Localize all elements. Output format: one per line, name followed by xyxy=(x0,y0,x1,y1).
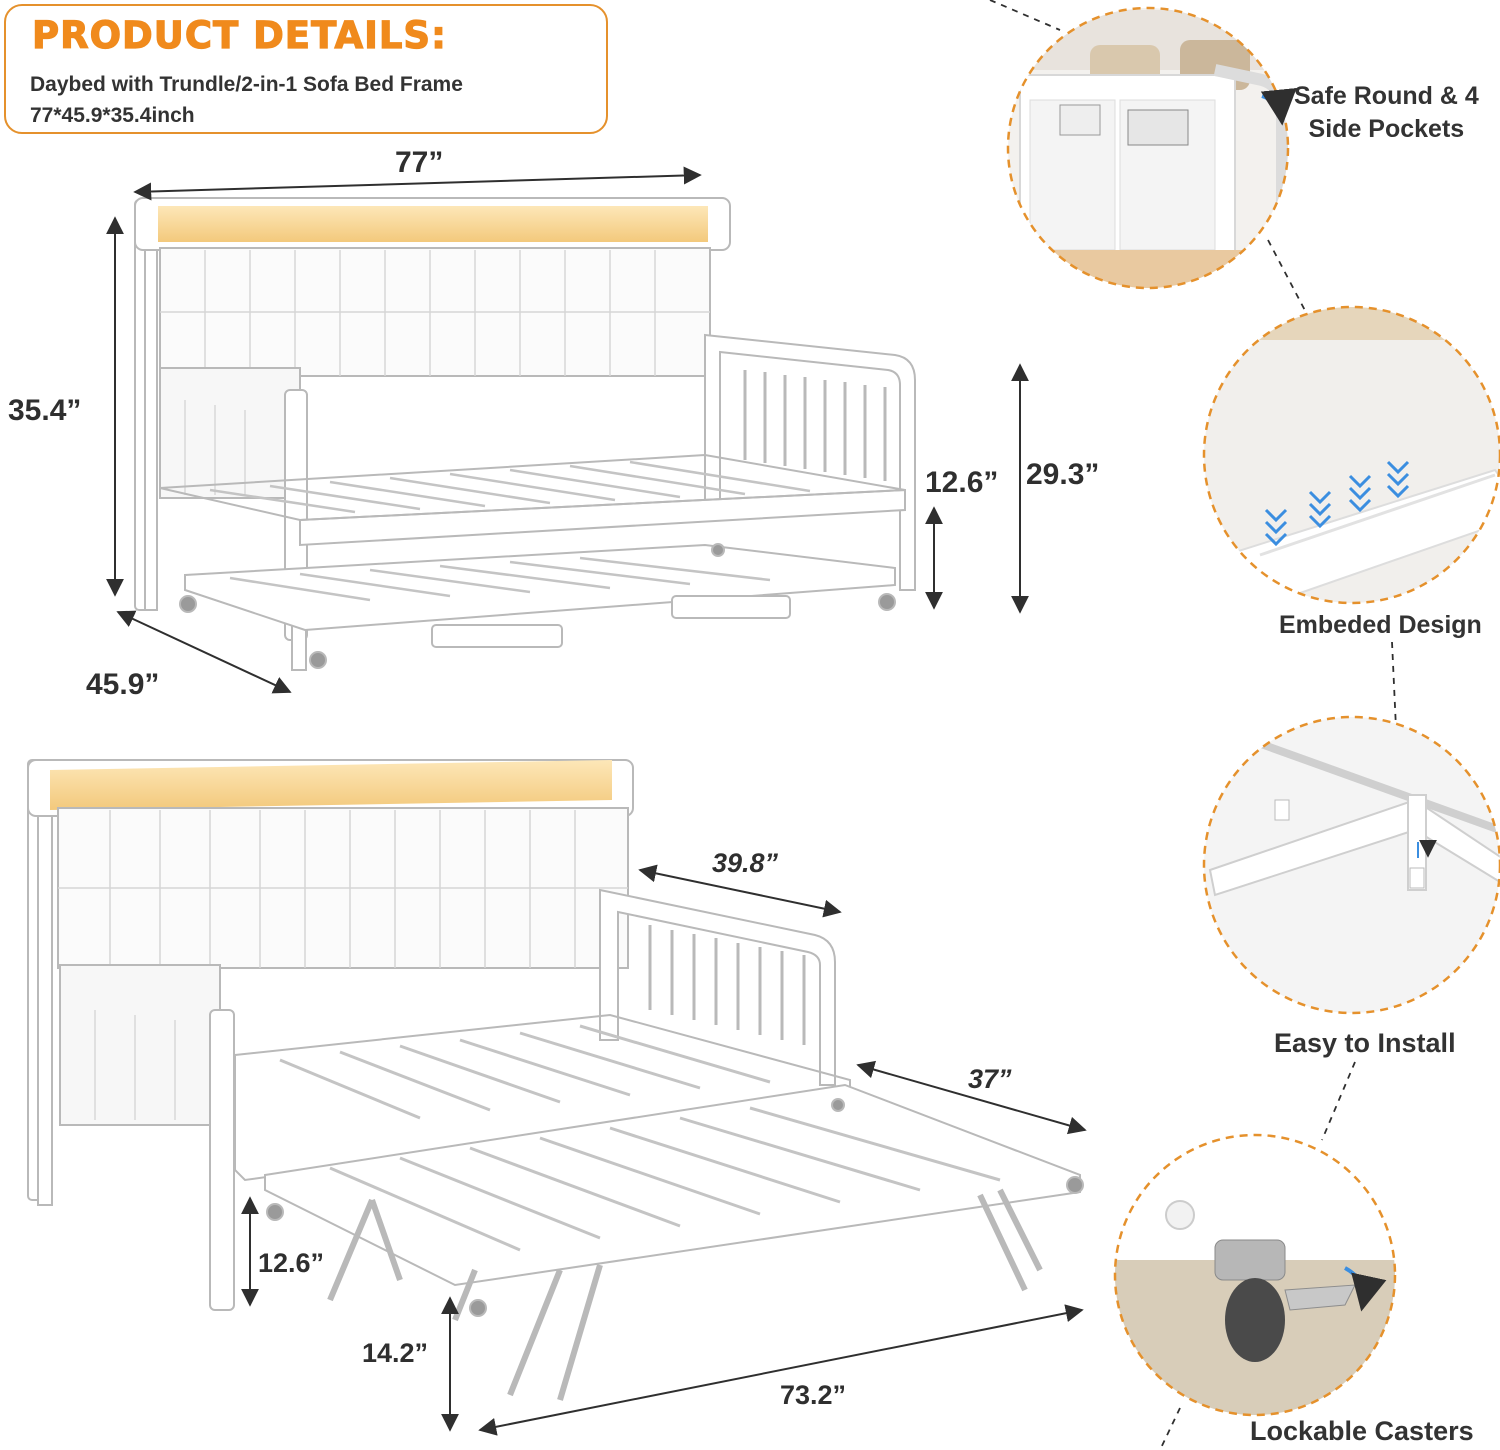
product-name: Daybed with Trundle/2-in-1 Sofa Bed Fram… xyxy=(30,73,463,96)
label-safe-round-pockets: Safe Round & 4 Side Pockets xyxy=(1294,82,1479,143)
embedded-detail-image xyxy=(1204,307,1500,603)
dim-trundle-height-12-6-bottom: 12.6” xyxy=(258,1248,325,1278)
label-embeded-design: Embeded Design xyxy=(1279,611,1482,639)
dimension-arrows-bottom xyxy=(241,864,1087,1436)
dim-trundle-height-12-6-top: 12.6” xyxy=(925,466,999,499)
dim-width-77: 77” xyxy=(395,146,444,179)
down-arrows-icon xyxy=(1264,460,1410,547)
dimension-arrows-top xyxy=(106,166,1029,694)
dim-height-35-4: 35.4” xyxy=(8,394,82,427)
dim-trundle-depth-37: 37” xyxy=(968,1064,1012,1094)
dim-raised-height-14-2: 14.2” xyxy=(362,1338,429,1368)
dim-trundle-length-73-2: 73.2” xyxy=(780,1380,847,1410)
label-lockable-casters: Lockable Casters xyxy=(1250,1416,1474,1446)
dim-depth-45-9: 45.9” xyxy=(86,668,160,701)
dim-arm-depth-39-8: 39.8” xyxy=(712,848,779,878)
dim-arm-height-29-3: 29.3” xyxy=(1026,458,1100,491)
label-easy-to-install: Easy to Install xyxy=(1274,1028,1456,1058)
casters-detail-image xyxy=(1115,1135,1395,1415)
product-size: 77*45.9*35.4inch xyxy=(30,104,195,127)
daybed-top-illustration xyxy=(134,197,916,671)
pockets-detail-image xyxy=(1008,8,1288,288)
product-details-panel xyxy=(4,4,608,134)
dashed-connectors xyxy=(989,0,1397,1450)
product-details-title: PRODUCT DETAILS: xyxy=(31,13,447,57)
daybed-bottom-illustration xyxy=(27,759,1084,1401)
